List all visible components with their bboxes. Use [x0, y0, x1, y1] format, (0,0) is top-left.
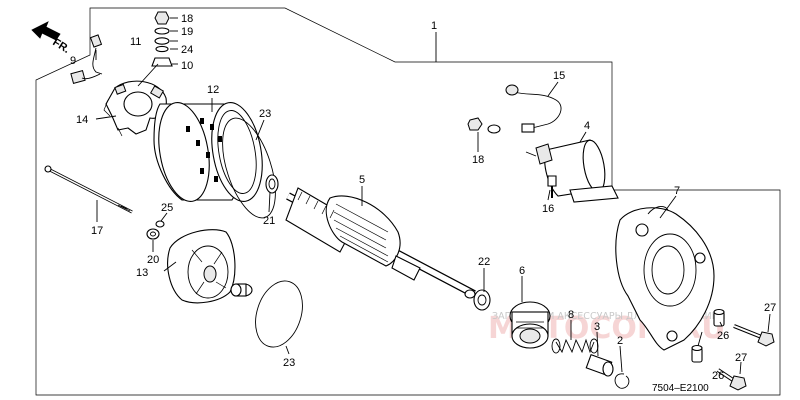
brush-terminal-hardware — [151, 11, 178, 67]
callout-10: 10 — [181, 60, 193, 72]
through-bolt — [44, 165, 133, 214]
callout-19: 19 — [181, 26, 193, 38]
armature — [285, 187, 476, 299]
o-ring-lower — [255, 280, 303, 348]
callout-9: 9 — [70, 55, 76, 67]
bolt-16 — [547, 175, 557, 198]
nut-18-right — [467, 117, 483, 131]
callout-16: 16 — [542, 203, 554, 215]
thrust-washer-21 — [265, 174, 279, 194]
starter-lead-wire — [505, 84, 562, 133]
callout-23-upper: 23 — [259, 108, 271, 120]
diagram-part-code: 7504–E2100 — [652, 383, 709, 394]
brush-lead — [70, 34, 103, 84]
assembly-outline — [35, 7, 781, 396]
callout-3: 3 — [594, 321, 600, 333]
callout-12: 12 — [207, 84, 219, 96]
front-cover — [167, 229, 236, 304]
callout-26-lower: 26 — [712, 370, 724, 382]
front-direction-arrow-icon — [31, 21, 61, 41]
starter-pinion-clutch — [509, 301, 551, 349]
cover-bushing — [230, 283, 253, 297]
front-direction-label: FR. — [50, 36, 71, 56]
callout-labels: 18 19 11 24 10 9 1 12 14 23 15 4 18 16 7… — [70, 13, 776, 382]
callout-8: 8 — [568, 309, 574, 321]
callout-21: 21 — [263, 215, 275, 227]
callout-25: 25 — [161, 202, 173, 214]
snap-ring — [614, 373, 630, 389]
motor-case — [153, 102, 263, 202]
lock-washer-25 — [155, 220, 165, 228]
callout-23-lower: 23 — [283, 357, 295, 369]
callout-27-upper: 27 — [764, 302, 776, 314]
starter-solenoid — [525, 139, 619, 203]
washer-18-right — [487, 124, 501, 134]
callout-7: 7 — [674, 185, 680, 197]
callout-18: 18 — [181, 13, 193, 25]
dowel-pin-lower — [691, 344, 703, 363]
callout-17: 17 — [91, 225, 103, 237]
callout-2: 2 — [617, 335, 623, 347]
callout-13: 13 — [136, 267, 148, 279]
brush-holder-plate — [103, 80, 167, 137]
thrust-washer-22 — [473, 289, 491, 311]
callout-4: 4 — [584, 120, 590, 132]
dowel-pin-upper — [713, 308, 725, 327]
callout-18-right: 18 — [472, 154, 484, 166]
callout-5: 5 — [359, 174, 365, 186]
callout-1: 1 — [431, 20, 437, 32]
bolt-27-lower — [716, 368, 747, 391]
callout-6: 6 — [519, 265, 525, 277]
washer-20 — [146, 228, 160, 240]
callout-26-upper: 26 — [717, 330, 729, 342]
bolt-27-upper — [733, 324, 775, 347]
callout-22: 22 — [478, 256, 490, 268]
mounting-bracket — [615, 206, 715, 351]
callout-27-lower: 27 — [735, 352, 747, 364]
o-ring-upper — [222, 117, 276, 219]
stop-collar — [585, 353, 614, 377]
callout-14: 14 — [76, 114, 88, 126]
callout-20: 20 — [147, 254, 159, 266]
callout-15: 15 — [553, 70, 565, 82]
callout-24: 24 — [181, 44, 193, 56]
leader-lines — [95, 32, 771, 375]
callout-11: 11 — [130, 36, 141, 48]
watermark-text: ЗАПЧАСТИ И АКСЕССУАРЫ ДЛЯ МОТОТЕХНИКИ — [492, 311, 726, 322]
